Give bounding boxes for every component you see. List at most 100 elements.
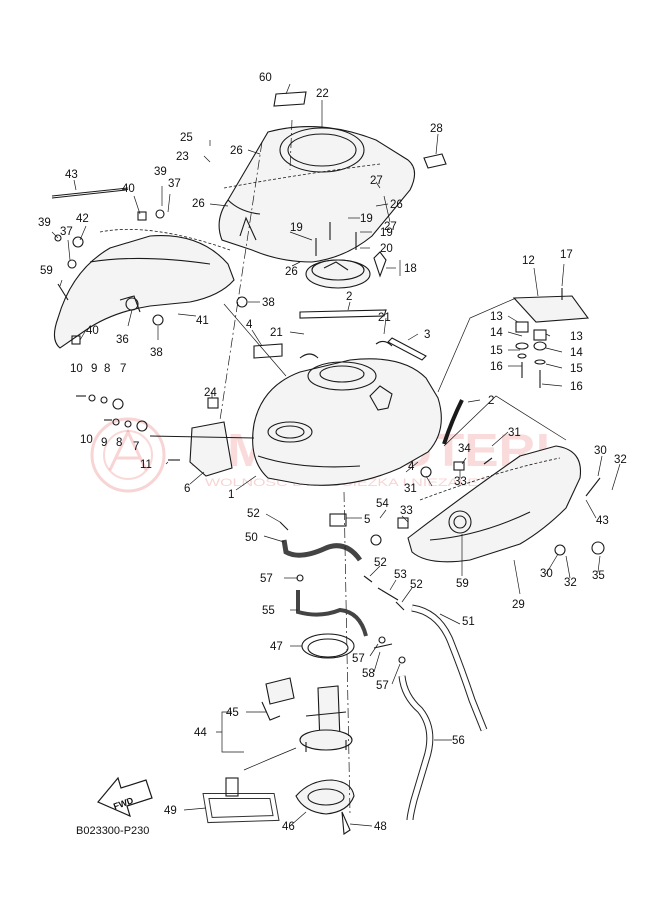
part-right-side-cover-29 — [370, 445, 605, 563]
hidden-line-a — [99, 228, 231, 251]
callout-2-b: 2 — [488, 395, 494, 407]
callout-44: 44 — [194, 727, 207, 739]
part-fitting-53 — [377, 587, 399, 601]
callout-27-b: 27 — [384, 221, 397, 233]
callout-4: 4 — [246, 319, 253, 331]
callout-56: 56 — [452, 735, 465, 747]
part-hose-50 — [281, 539, 363, 562]
part-hose-55 — [296, 590, 368, 637]
callout-57: 57 — [260, 573, 273, 585]
callout-55: 55 — [262, 605, 275, 617]
diagram-code: B023300-P230 — [76, 825, 149, 837]
watermark-logo-mark — [108, 428, 148, 471]
callout-31-b: 31 — [404, 483, 417, 495]
part-hose-51-inner — [411, 605, 487, 731]
callout-26: 26 — [230, 145, 243, 157]
callout-52-c: 52 — [410, 579, 423, 591]
watermark-logo-ring — [90, 417, 166, 493]
callout-8-b: 8 — [116, 437, 122, 449]
callout-21: 21 — [270, 327, 283, 339]
callout-5: 5 — [364, 514, 370, 526]
callout-46: 46 — [282, 821, 295, 833]
callout-33: 33 — [454, 476, 467, 488]
boundary-pump — [243, 747, 297, 771]
boundary-right-b — [443, 395, 567, 447]
callout-37-b: 37 — [60, 226, 73, 238]
callout-19: 19 — [360, 213, 373, 225]
part-label-28 — [423, 153, 447, 169]
boundary-left — [223, 303, 287, 377]
callout-14-b: 14 — [570, 347, 583, 359]
callout-38: 38 — [262, 297, 275, 309]
part-clip-52c — [363, 575, 373, 583]
callout-38-b: 38 — [150, 347, 163, 359]
callout-36: 36 — [116, 334, 129, 346]
callout-26-b: 26 — [390, 199, 403, 211]
part-tank-cover-22 — [218, 126, 416, 263]
part-clip-52a — [279, 521, 289, 531]
callout-33-b: 33 — [400, 505, 413, 517]
callout-43: 43 — [65, 169, 78, 181]
callout-20: 20 — [380, 243, 393, 255]
callout-24: 24 — [204, 387, 217, 399]
part-clip-57b — [378, 636, 386, 644]
callout-18: 18 — [404, 263, 417, 275]
callout-19-b: 19 — [290, 222, 303, 234]
callout-41: 41 — [196, 315, 209, 327]
callout-10: 10 — [70, 363, 83, 375]
callout-25: 25 — [180, 132, 193, 144]
part-plate-46 — [295, 779, 355, 815]
callout-13: 13 — [490, 311, 503, 323]
part-5 — [329, 513, 347, 527]
callout-2: 2 — [346, 291, 352, 303]
part-left-side-cover — [51, 187, 248, 349]
callout-59-b: 59 — [456, 578, 469, 590]
callout-22: 22 — [316, 88, 329, 100]
callout-58: 58 — [362, 668, 375, 680]
callout-47: 47 — [270, 641, 283, 653]
callout-42: 42 — [76, 213, 89, 225]
part-strip-2-upper — [299, 309, 387, 319]
part-fitting-58 — [373, 643, 393, 649]
part-clip-52b — [395, 601, 405, 611]
part-bolt-48 — [341, 811, 351, 835]
callout-10-b: 10 — [80, 434, 93, 446]
callout-12: 12 — [522, 255, 535, 267]
callout-31: 31 — [508, 427, 521, 439]
callout-3: 3 — [424, 329, 430, 341]
callout-57-b: 57 — [352, 653, 365, 665]
callout-51: 51 — [462, 616, 475, 628]
callout-37: 37 — [168, 178, 181, 190]
part-strip-3 — [387, 337, 427, 361]
part-ring-47 — [301, 633, 355, 659]
hidden-line-b — [419, 457, 561, 501]
callout-32: 32 — [614, 454, 627, 466]
callout-13-b: 13 — [570, 331, 583, 343]
callout-17: 17 — [560, 249, 573, 261]
boundary-right — [437, 297, 517, 393]
callout-16: 16 — [490, 361, 503, 373]
callout-32-b: 32 — [564, 577, 577, 589]
callout-39-b: 39 — [38, 217, 51, 229]
parts — [51, 91, 605, 835]
callout-52-b: 52 — [374, 557, 387, 569]
part-hose-56-inner — [399, 675, 433, 821]
callout-15-b: 15 — [570, 363, 583, 375]
callout-59: 59 — [40, 265, 53, 277]
callout-30: 30 — [594, 445, 607, 457]
part-strip-2-lower — [442, 399, 464, 445]
callout-29: 29 — [512, 599, 525, 611]
callout-26-d: 26 — [285, 266, 298, 278]
callout-40: 40 — [122, 183, 135, 195]
callout-1: 1 — [228, 489, 234, 501]
callout-11: 11 — [140, 459, 152, 471]
callout-60: 60 — [259, 72, 272, 84]
callout-19-c: 19 — [380, 227, 393, 239]
callout-23: 23 — [176, 151, 189, 163]
callout-9-b: 9 — [101, 437, 107, 449]
callout-4-b: 4 — [408, 461, 415, 473]
part-filler-cap-18 — [305, 222, 387, 289]
callout-49: 49 — [164, 805, 177, 817]
callout-7-b: 7 — [133, 441, 139, 453]
leader-lines — [51, 83, 621, 827]
